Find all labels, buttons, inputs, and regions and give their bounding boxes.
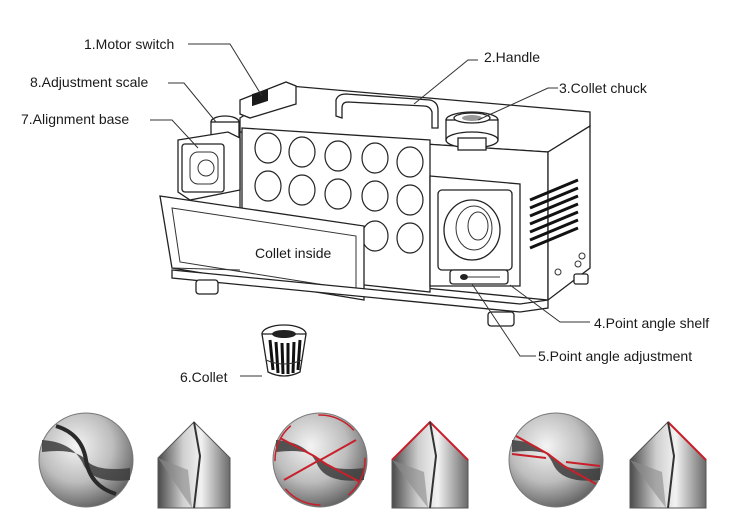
handle-shape	[335, 93, 439, 129]
callout-lines	[150, 43, 590, 377]
drill-tip-side-view-highlighted	[391, 420, 469, 509]
point-angle-shelf-label: 4.Point angle shelf	[594, 315, 709, 331]
point-angle-adjustment-label: 5.Point angle adjustment	[538, 348, 692, 364]
callout-labels: 1.Motor switch 2.Handle 3.Collet chuck 8…	[21, 36, 709, 385]
drill-tip-top-view-highlighted	[272, 412, 368, 508]
drill-tip-row	[38, 412, 707, 509]
collet-inside-label: Collet inside	[255, 245, 331, 261]
drill-tip-side-view	[157, 421, 231, 509]
handle-label: 2.Handle	[484, 49, 540, 65]
collet-chuck-label: 3.Collet chuck	[559, 80, 648, 96]
machine-illustration	[159, 81, 591, 327]
adjustment-scale-label: 8.Adjustment scale	[30, 74, 148, 90]
switch-rocker	[252, 88, 268, 107]
motor-switch-label: 1.Motor switch	[84, 36, 174, 52]
collet-label: 6.Collet	[180, 369, 228, 385]
collet-illustration	[261, 324, 307, 377]
drill-tip-top-view-highlighted-2	[508, 412, 604, 508]
drill-tip-top-view	[38, 412, 134, 508]
alignment-base-label: 7.Alignment base	[21, 111, 129, 127]
drill-holes	[254, 132, 424, 254]
vent-slots	[529, 178, 579, 250]
drill-tip-side-view-highlighted-2	[629, 421, 707, 509]
